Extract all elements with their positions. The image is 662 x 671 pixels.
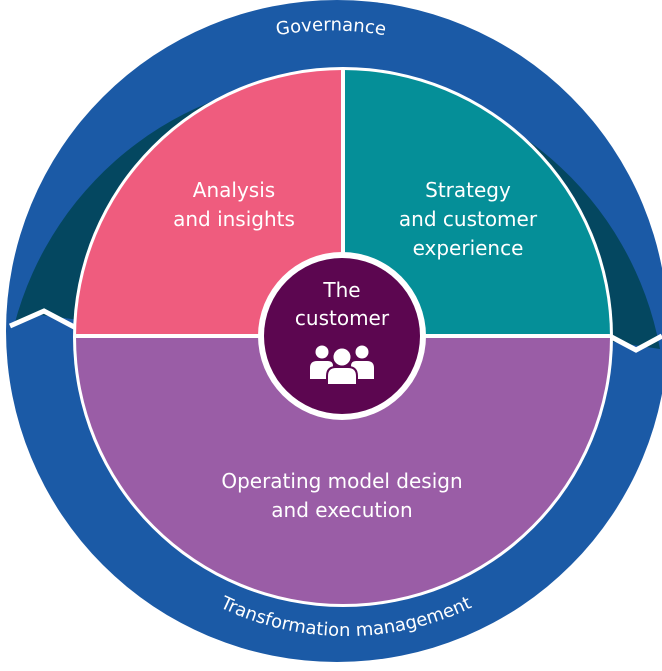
- ring-divider-left: [8, 308, 80, 332]
- analysis-label-line1: Analysis: [193, 178, 275, 202]
- strategy-label-line1: Strategy: [425, 178, 511, 202]
- center-label-line1: The: [322, 278, 360, 302]
- operating-label-line1: Operating model design: [221, 469, 462, 493]
- strategy-label-line3: experience: [413, 236, 524, 260]
- ring-divider-right: [602, 330, 662, 353]
- strategy-label-line2: and customer: [399, 207, 538, 231]
- people-group-icon: [310, 345, 374, 386]
- operating-label-line2: and execution: [271, 498, 412, 522]
- analysis-label-line2: and insights: [173, 207, 295, 231]
- center-label-line2: customer: [295, 306, 390, 330]
- center-circle: [264, 258, 420, 414]
